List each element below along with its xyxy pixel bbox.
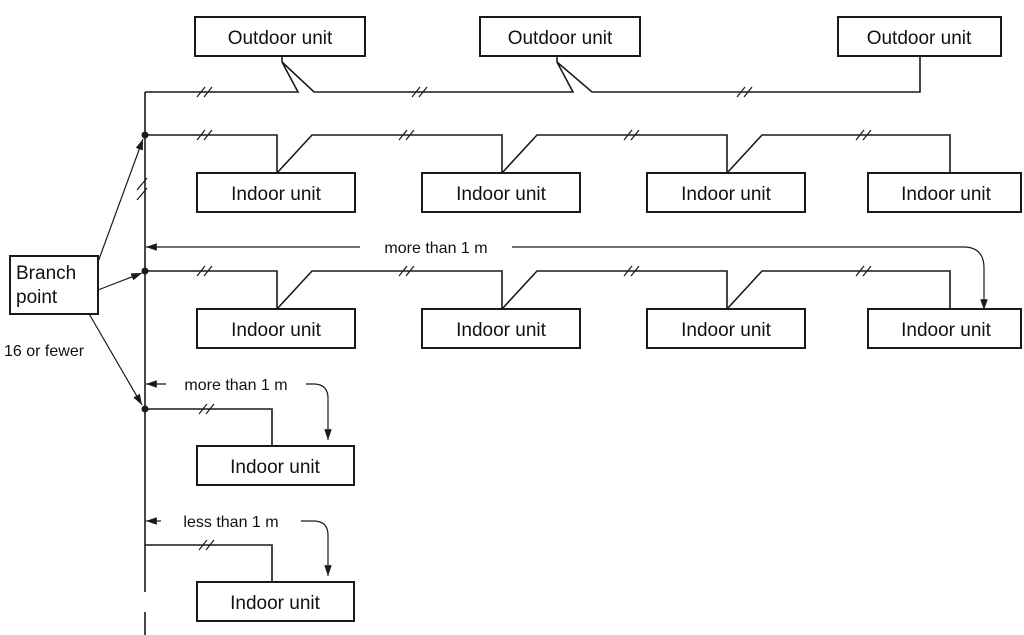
svg-text:Indoor unit: Indoor unit [681,320,772,341]
dimension-single-1 [146,380,332,440]
outdoor-bus [145,61,921,93]
svg-text:Indoor unit: Indoor unit [456,320,547,341]
branch-point-line1: Branch [16,263,76,284]
svg-text:Indoor unit: Indoor unit [456,184,547,205]
branch-count-label: 16 or fewer [4,343,85,360]
svg-text:Indoor unit: Indoor unit [230,457,321,478]
svg-text:Indoor unit: Indoor unit [230,593,321,614]
junction-dot-3 [141,405,149,413]
outdoor-unit-3: Outdoor unit [837,16,1002,57]
indoor-unit-row2-3: Indoor unit [646,308,806,349]
dimension-label-single-2: less than 1 m [183,514,278,531]
branch-point-line2: point [16,287,58,308]
junction-dot-1 [141,131,149,139]
indoor-unit-row1-2: Indoor unit [421,172,581,213]
svg-text:Outdoor unit: Outdoor unit [867,28,972,49]
outdoor-unit-1: Outdoor unit [194,16,366,57]
indoor-unit-single-2: Indoor unit [196,581,355,622]
indoor-unit-row1-1: Indoor unit [196,172,356,213]
svg-text:Outdoor unit: Outdoor unit [228,28,333,49]
indoor-bus-row2 [145,270,951,310]
svg-text:Indoor unit: Indoor unit [901,320,992,341]
single-branch-2 [145,544,273,582]
junction-dot-2 [141,267,149,275]
branch-point-box: Branch point [9,255,99,315]
dimension-single-2 [146,517,332,576]
indoor-unit-row2-4: Indoor unit [867,308,1022,349]
single-branch-1 [145,408,273,446]
svg-text:Indoor unit: Indoor unit [901,184,992,205]
indoor-unit-row1-3: Indoor unit [646,172,806,213]
outdoor-unit-2: Outdoor unit [479,16,641,57]
indoor-bus-row1 [145,134,951,174]
indoor-unit-row1-4: Indoor unit [867,172,1022,213]
indoor-unit-row2-2: Indoor unit [421,308,581,349]
branch-point-arrows [87,138,144,406]
dimension-label-single-1: more than 1 m [184,377,287,394]
indoor-unit-single-1: Indoor unit [196,445,355,486]
svg-text:Indoor unit: Indoor unit [231,320,322,341]
svg-text:Outdoor unit: Outdoor unit [508,28,613,49]
indoor-unit-row2-1: Indoor unit [196,308,356,349]
svg-text:Indoor unit: Indoor unit [231,184,322,205]
wire-ticks [136,86,872,551]
dimension-label-row2: more than 1 m [384,240,487,257]
svg-text:Indoor unit: Indoor unit [681,184,772,205]
dimension-row2 [146,243,988,310]
